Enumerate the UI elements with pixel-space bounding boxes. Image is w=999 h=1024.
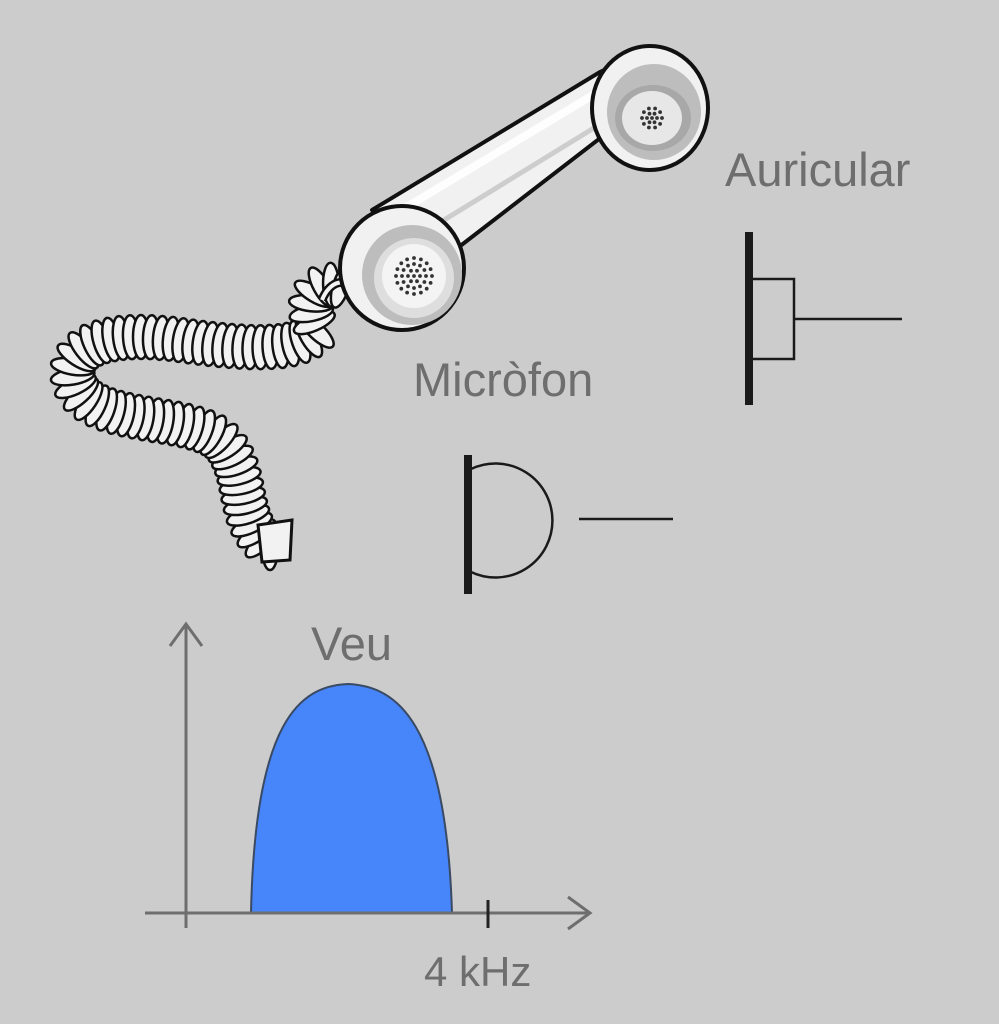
coiled-cord-icon: [49, 261, 357, 572]
y-axis-arrowhead: [168, 621, 204, 647]
earpiece-symbol-icon: [745, 232, 902, 405]
telephone-handset-icon: [338, 44, 710, 332]
frequency-tick-label: 4 kHz: [424, 948, 531, 995]
x-axis-arrowhead: [567, 895, 593, 931]
microphone-symbol-icon: [464, 455, 673, 594]
voice-label: Veu: [311, 617, 392, 670]
microphone-label: Micròfon: [413, 353, 593, 406]
earpiece-label: Auricular: [725, 143, 910, 196]
voice-spectrum-area: [249, 682, 454, 914]
voice-spectrum-plot: [145, 621, 593, 931]
